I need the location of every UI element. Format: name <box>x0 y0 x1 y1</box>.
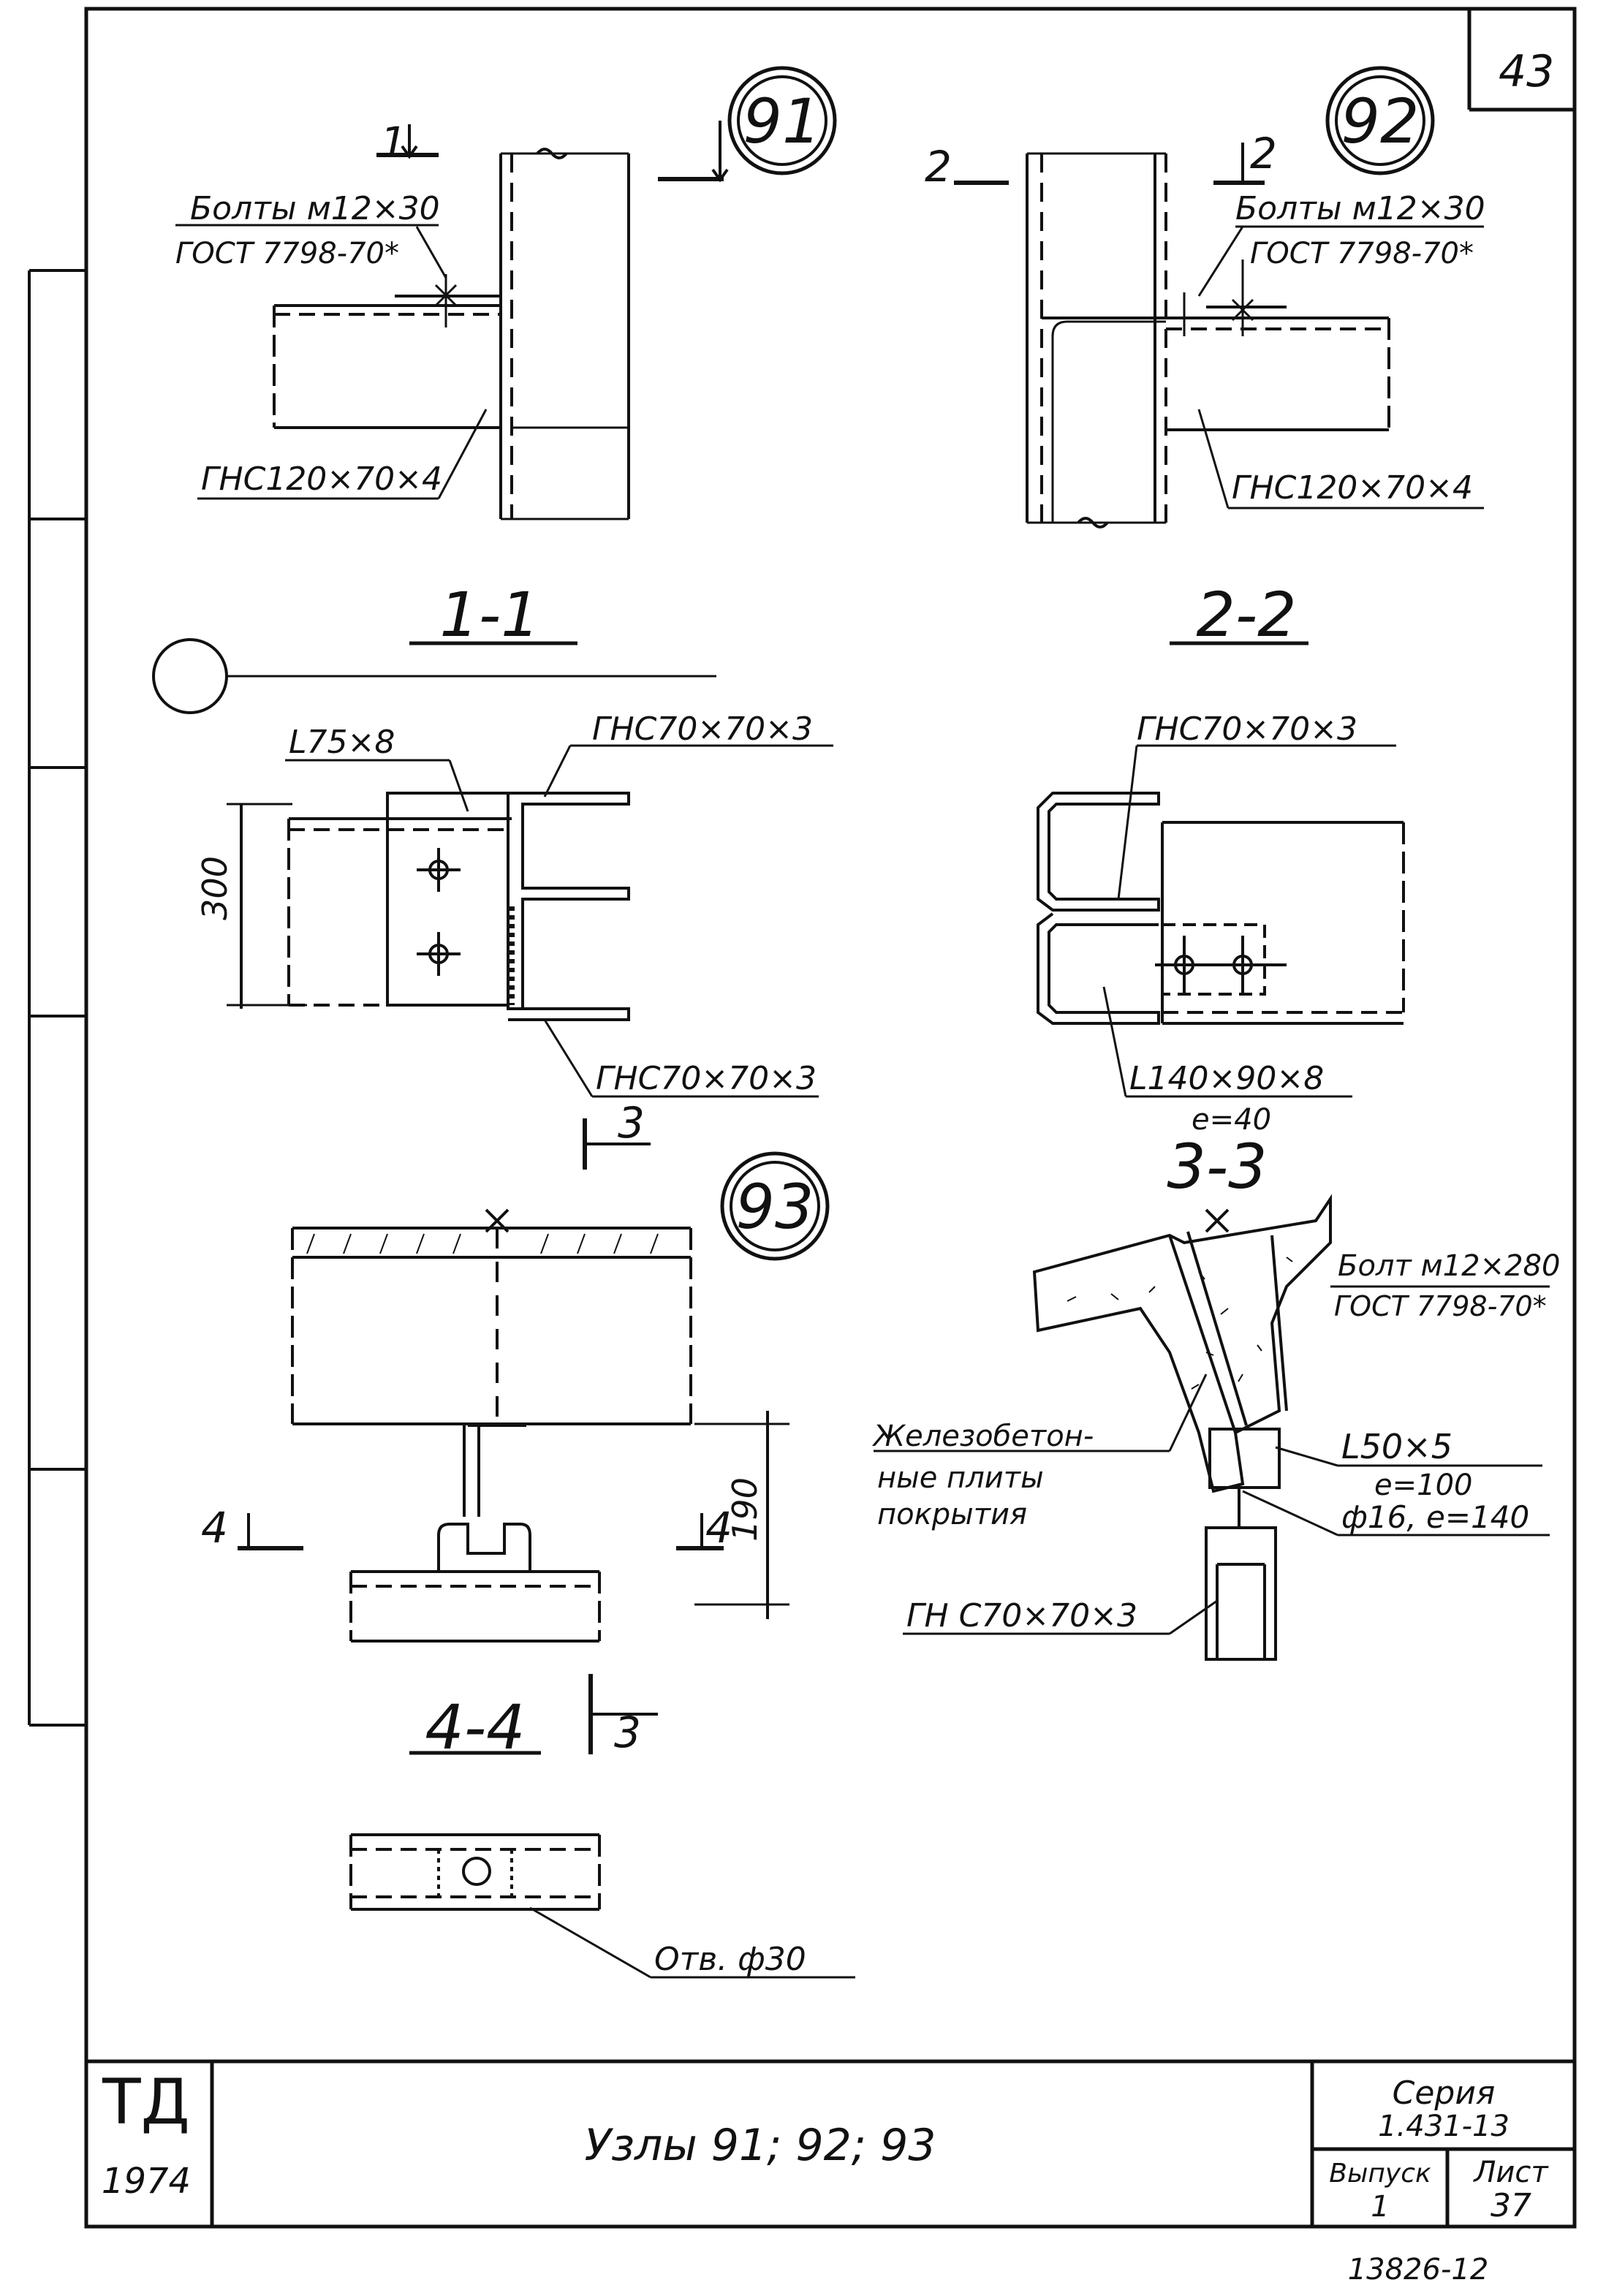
section-3-3-angle-length: e=100 <box>1374 1469 1472 1502</box>
section-3-3-drawing <box>874 1194 1550 1661</box>
node-91-label: 91 <box>743 86 822 157</box>
detail-92-cut-mark-left: 2 <box>925 142 952 192</box>
node-92-marker: 92 <box>1325 66 1435 175</box>
section-4-4-hole-label: Отв. ф30 <box>654 1941 806 1978</box>
section-3-3-rod-label: ф16, e=140 <box>1341 1499 1529 1535</box>
section-3-3-slab-label-1: Железобетон- <box>871 1420 1094 1453</box>
detail-92-drawing <box>954 143 1484 528</box>
node-93-marker: 93 <box>720 1151 830 1261</box>
detail-93-slab-hatch <box>306 1233 659 1254</box>
section-4-4-drawing <box>349 1751 855 1979</box>
section-3-3-bolt-standard: ГОСТ 7798-70* <box>1334 1290 1547 1322</box>
section-3-3-angle-label: L50×5 <box>1341 1427 1452 1466</box>
title-block-sheet-value: 37 <box>1491 2187 1531 2224</box>
section-1-1-title: 1-1 <box>439 579 539 651</box>
section-2-2-title: 2-2 <box>1196 579 1296 651</box>
detail-91-cut-mark: 1 <box>380 118 407 167</box>
node-91-marker: 91 <box>727 66 837 175</box>
title-block-series-label: Серия <box>1393 2075 1496 2112</box>
title-block-org: ТД <box>102 2066 190 2139</box>
node-93-label: 93 <box>736 1171 814 1243</box>
node-92-label: 92 <box>1341 86 1420 157</box>
section-2-2-angle-label: L140×90×8 <box>1129 1060 1324 1097</box>
section-1-1-dimension: 300 <box>195 856 235 920</box>
section-1-1-profile-top: ГНС70×70×3 <box>592 711 813 748</box>
sheet-frame <box>28 7 1577 2229</box>
detail-93-drawing <box>238 1118 789 1754</box>
section-2-2-bolts <box>1155 936 1287 994</box>
detail-93-cut-mark-3: 3 <box>618 1098 645 1148</box>
detail-93-dimension: 190 <box>725 1477 765 1542</box>
detail-91-beam-label: ГНС120×70×4 <box>201 461 442 498</box>
reference-circle <box>152 638 228 714</box>
section-2-2-angle-length: e=40 <box>1192 1103 1271 1137</box>
section-4-4-title: 4-4 <box>425 1691 525 1763</box>
hole-symbol <box>462 1857 491 1886</box>
section-3-3-slab-label-2: ные плиты <box>877 1461 1044 1495</box>
drawing-title: Узлы 91; 92; 93 <box>585 2120 936 2171</box>
detail-92-cut-mark-right: 2 <box>1250 129 1277 178</box>
title-block-series-value: 1.431-13 <box>1378 2110 1510 2143</box>
section-3-3-title: 3-3 <box>1167 1131 1267 1202</box>
detail-92-bolt-label: Болты м12×30 <box>1235 190 1485 227</box>
title-block <box>86 2059 1575 2227</box>
section-3-3-slab-label-3: покрытия <box>877 1498 1027 1531</box>
title-block-year: 1974 <box>102 2161 191 2202</box>
detail-93-cut-mark-4-right: 4 <box>705 1503 732 1553</box>
section-1-1-bolts <box>417 848 461 976</box>
section-3-3-concrete-fill <box>1067 1257 1293 1390</box>
detail-92-beam-label: ГНС120×70×4 <box>1232 469 1473 507</box>
detail-92-bolt-standard: ГОСТ 7798-70* <box>1250 237 1474 270</box>
section-3-3-profile-label: ГН С70×70×3 <box>906 1597 1137 1634</box>
title-block-issue-label: Выпуск <box>1329 2159 1431 2189</box>
section-2-2-drawing <box>1037 641 1405 1098</box>
title-block-issue-value: 1 <box>1371 2190 1389 2224</box>
section-1-1-drawing <box>227 641 833 1098</box>
detail-93-cut-mark-4-left: 4 <box>201 1503 228 1553</box>
section-2-2-profile: ГНС70×70×3 <box>1137 711 1357 748</box>
section-1-1-angle-label: L75×8 <box>289 724 395 761</box>
section-1-1-profile-bottom: ГНС70×70×3 <box>596 1060 817 1097</box>
page-number: 43 <box>1499 46 1554 97</box>
section-4-4-cut-mark: 3 <box>614 1708 641 1757</box>
title-block-sheet-label: Лист <box>1472 2156 1549 2189</box>
section-3-3-bolt-label: Болт м12×280 <box>1338 1249 1560 1283</box>
detail-91-bolt-label: Болты м12×30 <box>190 190 440 227</box>
detail-91-bolt-standard: ГОСТ 7798-70* <box>175 237 399 270</box>
detail-91-drawing <box>175 121 729 520</box>
archive-number: 13826-12 <box>1348 2253 1489 2286</box>
